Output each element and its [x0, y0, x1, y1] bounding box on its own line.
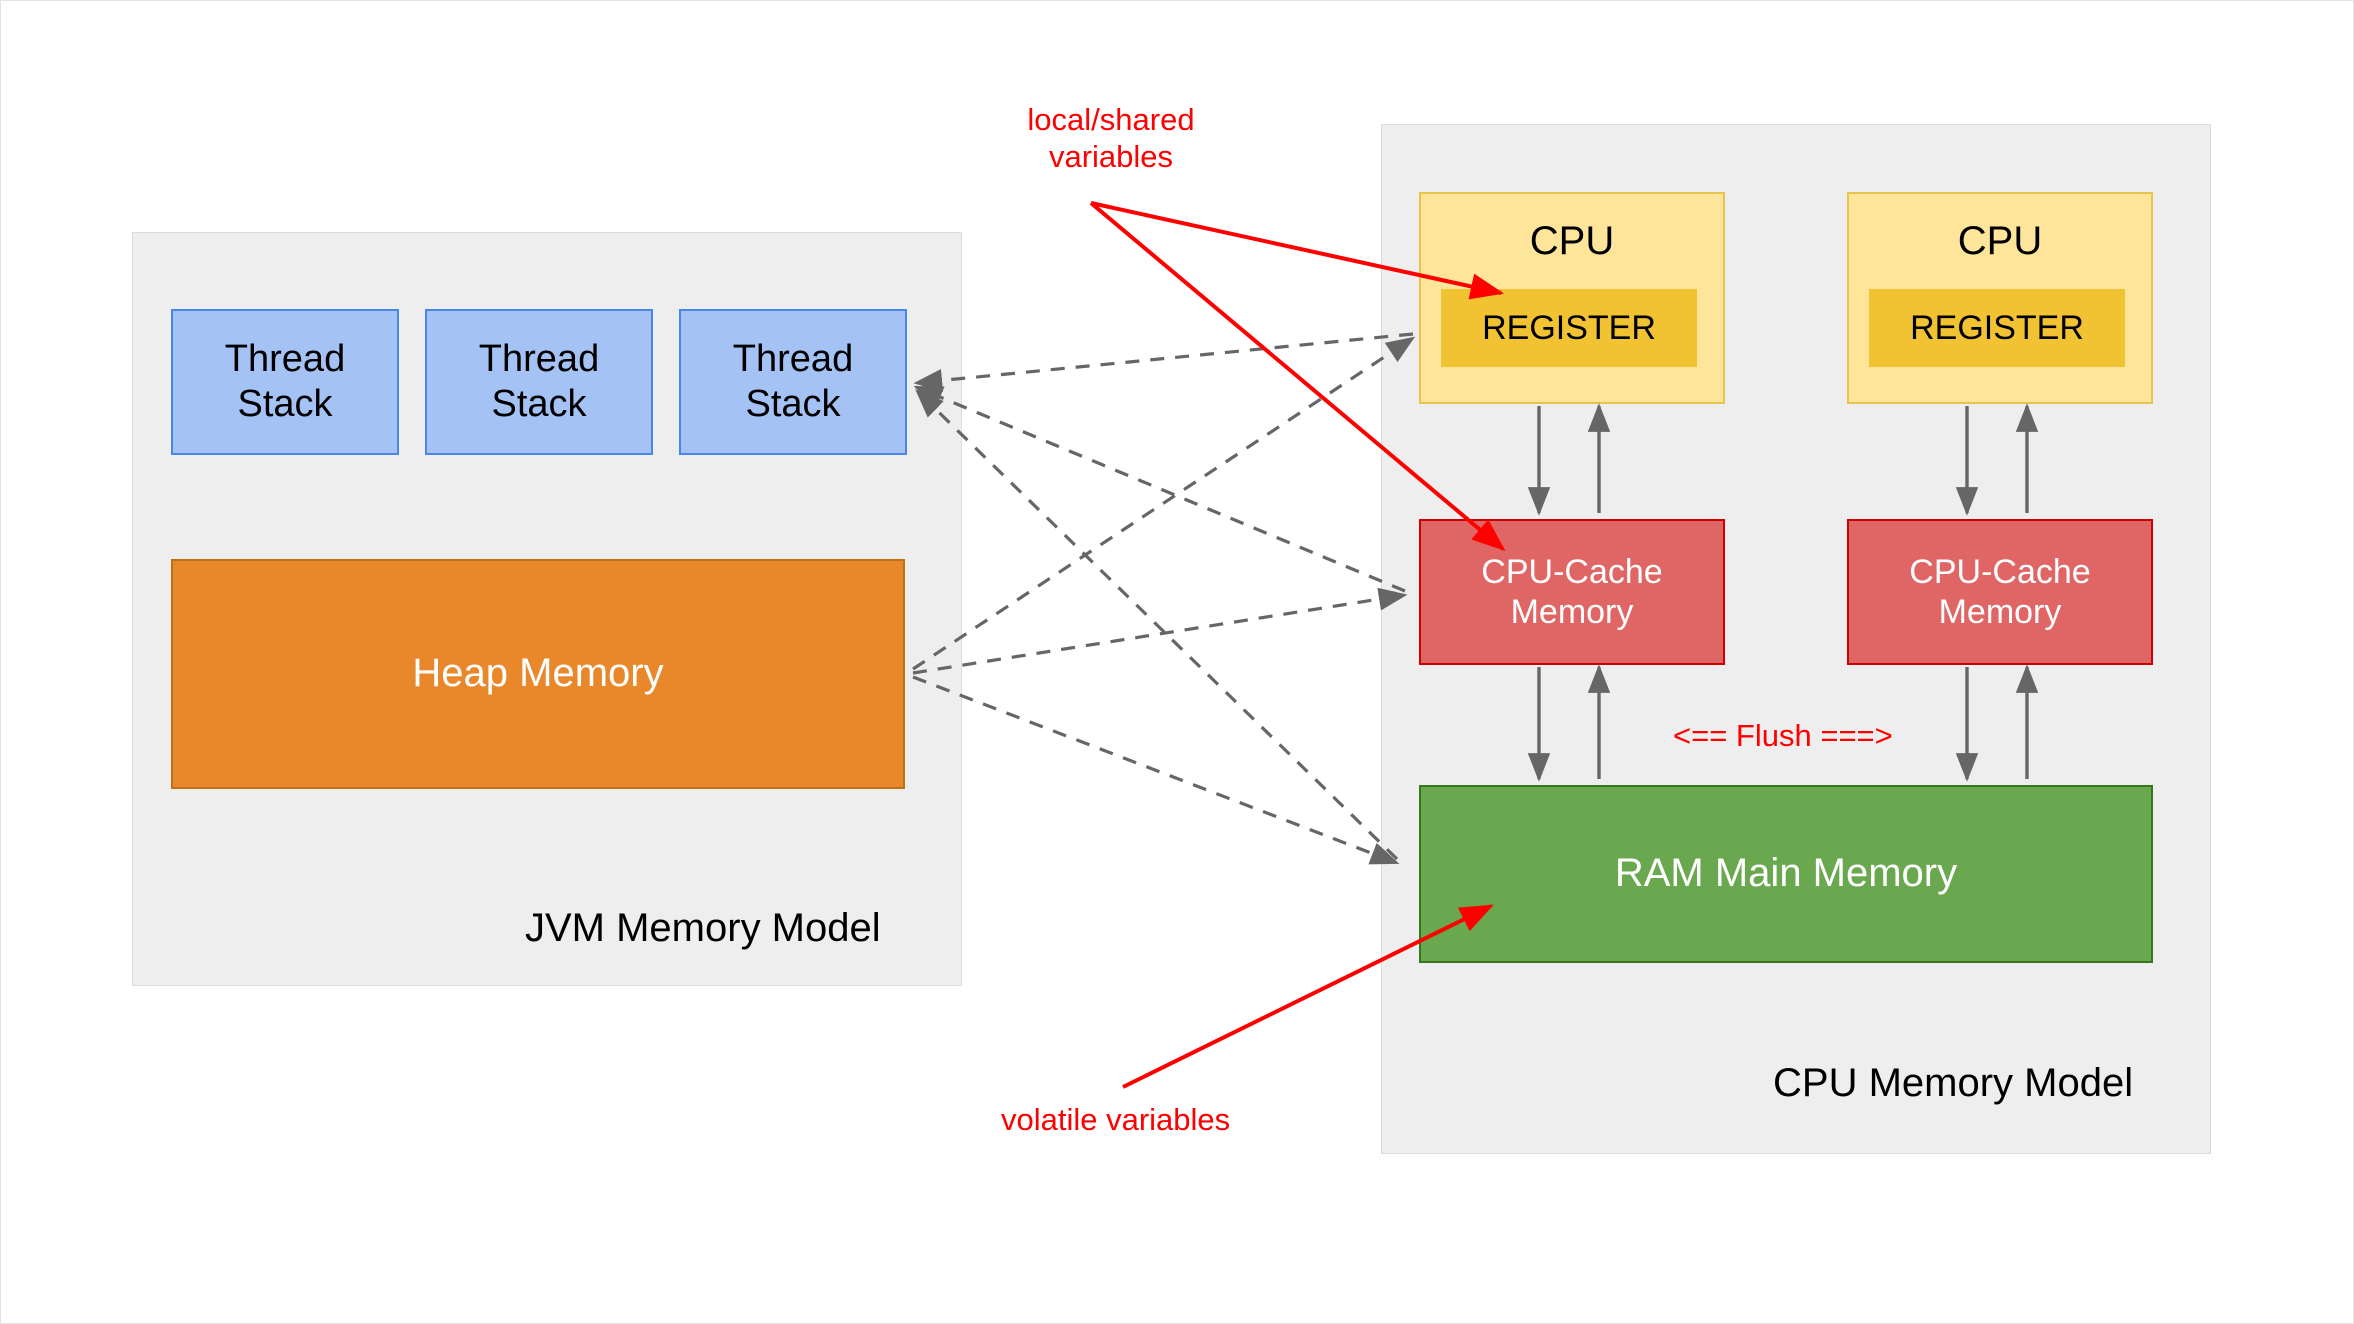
- thread-stack-label-3: Thread Stack: [732, 338, 854, 425]
- heap-memory-label: Heap Memory: [412, 651, 664, 696]
- register-label-1: REGISTER: [1482, 308, 1656, 347]
- register-box-1: REGISTER: [1441, 289, 1697, 367]
- thread-stack-box-3: Thread Stack: [679, 309, 907, 455]
- cpu-cache-box-1: CPU-Cache Memory: [1419, 519, 1725, 665]
- connector-ram-to-thread-stack: [915, 389, 1399, 861]
- connector-cache-to-thread-stack: [913, 385, 1406, 593]
- ram-main-memory-box: RAM Main Memory: [1419, 785, 2153, 963]
- thread-stack-box-1: Thread Stack: [171, 309, 399, 455]
- thread-stack-label-1: Thread Stack: [224, 338, 346, 425]
- cpu-cache-box-2: CPU-Cache Memory: [1847, 519, 2153, 665]
- connector-heap-to-ram: [912, 675, 1400, 865]
- thread-stack-label-2: Thread Stack: [478, 338, 600, 425]
- register-label-2: REGISTER: [1910, 308, 2084, 347]
- connector-heap-to-register: [912, 336, 1416, 671]
- connector-heap-to-cache: [912, 587, 1408, 675]
- cpu-cache-label-1: CPU-Cache Memory: [1481, 552, 1663, 631]
- cpu-panel-title: CPU Memory Model: [1773, 1061, 2134, 1105]
- cpu-label-2: CPU: [1957, 219, 2043, 263]
- thread-stack-box-2: Thread Stack: [425, 309, 653, 455]
- annotation-local-shared-variables: local/shared variables: [1027, 102, 1195, 175]
- annotation-volatile-variables: volatile variables: [1001, 1102, 1231, 1137]
- cpu-label-1: CPU: [1529, 219, 1615, 263]
- register-box-2: REGISTER: [1869, 289, 2125, 367]
- flush-label: <== Flush ===>: [1673, 718, 1893, 753]
- connector-register-to-thread-stack: [913, 332, 1414, 392]
- jvm-panel-title: JVM Memory Model: [525, 906, 881, 950]
- cpu-cache-label-2: CPU-Cache Memory: [1909, 552, 2091, 631]
- ram-main-memory-label: RAM Main Memory: [1614, 851, 1958, 896]
- heap-memory-box: Heap Memory: [171, 559, 905, 789]
